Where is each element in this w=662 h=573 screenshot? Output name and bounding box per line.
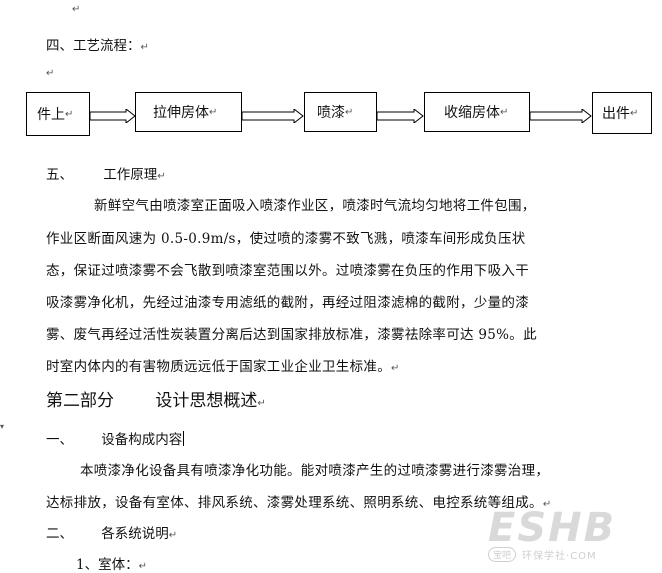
- section-heading: 五、 工作原理↵: [46, 163, 166, 183]
- watermark-logo: ESHB: [488, 505, 617, 551]
- section-number: 二、: [46, 526, 73, 542]
- paragraph-mark: ↵: [140, 42, 149, 53]
- flow-box-1: 件上↵: [26, 92, 90, 136]
- watermark-badge: 宝吧: [488, 547, 517, 562]
- flow-arrow: [242, 109, 304, 123]
- text-line: 时室内体内的有害物质远远低于国家工业企业卫生标准。↵: [46, 359, 400, 375]
- paragraph-mark: ↵: [257, 398, 266, 409]
- flow-box-3: 喷漆↵: [304, 92, 377, 132]
- paragraph-mark: ↵: [345, 106, 354, 118]
- paragraph-mark: ↵: [168, 530, 178, 541]
- process-heading: 四、工艺流程：↵: [46, 38, 149, 54]
- paragraph-mark: ↵: [209, 106, 218, 118]
- text-cursor: [183, 431, 185, 446]
- flow-arrow: [90, 109, 136, 123]
- paragraph-mark: ↵: [542, 499, 552, 510]
- text-line: 本喷漆净化设备具有喷漆净化功能。能对喷漆产生的过喷漆雾进行漆雾治理，: [80, 463, 550, 479]
- paragraph-mark: ↵: [391, 363, 400, 374]
- paragraph-mark: ↵: [500, 106, 509, 118]
- text-line: 作业区断面风速为 0.5-0.9m/s，使过喷的漆雾不致飞溅，喷漆车间形成负压状: [46, 231, 526, 247]
- paragraph-mark: ↵: [630, 107, 639, 119]
- section-title: 设备构成内容: [101, 432, 183, 448]
- part-subtitle: 设计思想概述: [155, 391, 258, 411]
- flow-box-4: 收缩房体↵: [424, 92, 530, 132]
- paragraph-mark: ↵: [72, 4, 81, 15]
- paragraph-mark: ↵: [157, 171, 166, 182]
- paragraph-mark: ↵: [46, 68, 55, 79]
- part-heading: 第二部分 设计思想概述↵: [46, 386, 266, 411]
- part-title: 第二部分: [46, 391, 114, 411]
- flow-arrow: [377, 109, 424, 123]
- text-line: 态，保证过喷漆雾不会飞散到喷漆室范围以外。过喷漆雾在负压的作用下吸入干: [46, 263, 529, 279]
- section-number: 一、: [46, 432, 73, 448]
- site-watermark: ESHB 宝吧 环保学社·COM: [488, 505, 616, 562]
- section-title: 工作原理: [103, 167, 158, 183]
- flow-box-5: 出件↵: [592, 92, 652, 134]
- flow-arrow: [530, 109, 592, 123]
- text-line: 新鲜空气由喷漆室正面吸入喷漆作业区，喷漆时气流均匀地将工件包围，: [94, 198, 536, 214]
- text-line: 雾、废气再经过活性炭装置分离后达到国家排放标准，漆雾祛除率可达 95%。此: [46, 327, 537, 343]
- section-heading: 二、 各系统说明↵: [46, 522, 177, 542]
- paragraph-mark: ↵: [65, 108, 74, 120]
- section-title: 各系统说明: [101, 526, 169, 542]
- section-number: 五、: [46, 167, 73, 183]
- section-heading: 一、 设备构成内容: [46, 428, 185, 448]
- text-line: 吸漆雾净化机，先经过油漆专用滤纸的截附，再经过阻漆滤棉的截附，少量的漆: [46, 295, 529, 311]
- text-line: 达标排放，设备有室体、排风系统、漆雾处理系统、照明系统、电控系统等组成。↵: [46, 495, 552, 511]
- watermark-subtext: 环保学社·COM: [522, 551, 597, 562]
- list-item: 1、室体：↵: [76, 557, 147, 573]
- margin-mark: ▾: [0, 422, 5, 431]
- flow-box-2: 拉伸房体↵: [135, 92, 242, 132]
